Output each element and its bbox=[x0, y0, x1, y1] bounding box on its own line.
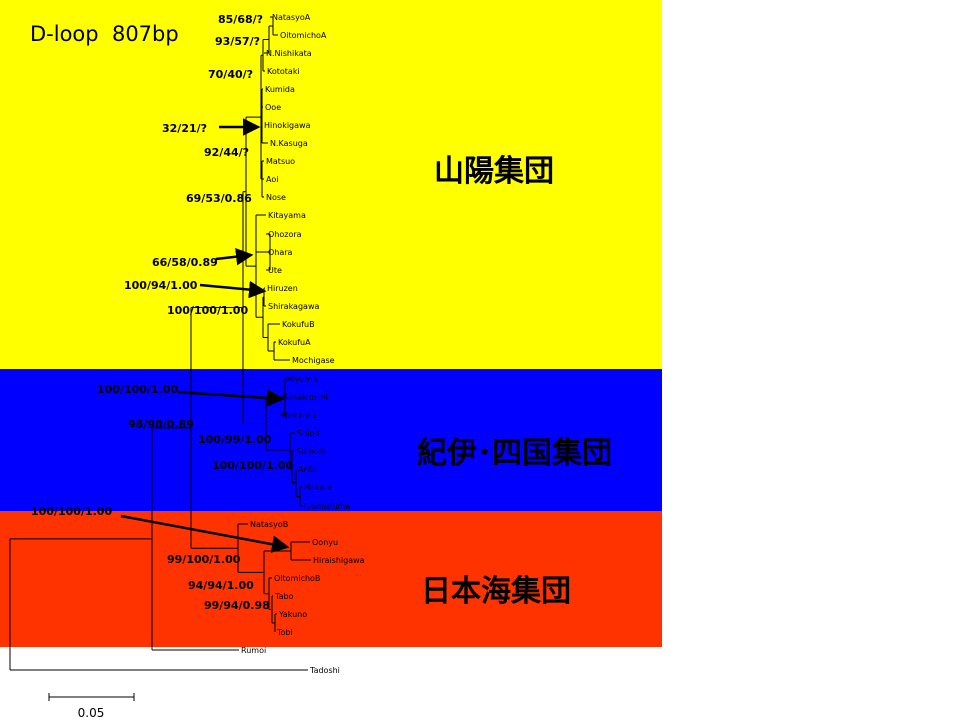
support-value: 100/94/1.00 bbox=[124, 279, 198, 292]
taxon-label-hiruzen: Hiruzen bbox=[267, 284, 298, 293]
group-label-japan-sea: 日本海集団 bbox=[421, 574, 571, 609]
support-value: 98/98/0.89 bbox=[128, 418, 194, 431]
sanyo-group-band bbox=[0, 0, 662, 369]
taxon-label-natasyob: NatasyoB bbox=[250, 520, 288, 529]
arrow-pointer bbox=[120, 514, 290, 553]
taxon-label-n-kasuga: N.Kasuga bbox=[270, 139, 308, 148]
taxon-label-tadoshi: Tadoshi bbox=[309, 666, 340, 675]
support-value: 100/100/1.00 bbox=[212, 459, 293, 472]
taxon-label-oitomichoa: OitomichoA bbox=[280, 31, 327, 40]
taxon-label-aoi: Aoi bbox=[266, 175, 278, 184]
kii-shikoku-group-band bbox=[0, 369, 662, 511]
support-value: 69/53/0.86 bbox=[186, 192, 252, 205]
taxon-label-natasyoa: NatasyoA bbox=[272, 13, 311, 22]
taxon-label-iyomishima: Iyomishima bbox=[304, 502, 350, 511]
taxon-label-miyama: Miyama bbox=[286, 375, 318, 384]
support-value: 66/58/0.89 bbox=[152, 256, 218, 269]
taxon-label-oonyu: Oonyu bbox=[312, 538, 338, 547]
arrow-pointer bbox=[177, 389, 285, 407]
taxon-label-sasakoochi: Sasakoochi bbox=[283, 393, 328, 402]
japan-sea-group-band bbox=[0, 511, 662, 647]
arrow-pointer bbox=[199, 280, 267, 299]
support-value: 92/44/? bbox=[204, 146, 249, 159]
taxon-label-ute: Ute bbox=[268, 266, 282, 275]
taxon-label-sumoto: Sumoto bbox=[296, 447, 327, 456]
taxon-label-yakuno: Yakuno bbox=[278, 610, 307, 619]
support-value: 99/100/1.00 bbox=[167, 553, 241, 566]
taxon-label-shirakagawa: Shirakagawa bbox=[268, 302, 319, 311]
support-value: 93/57/? bbox=[215, 35, 260, 48]
taxon-label-hinokigawa: Hinokigawa bbox=[264, 121, 311, 130]
taxon-label-ohara: Ohara bbox=[268, 248, 293, 257]
taxon-label-kumida: Kumida bbox=[265, 85, 295, 94]
group-label-sanyo: 山陽集団 bbox=[434, 154, 554, 189]
taxon-label-arita: Arita bbox=[298, 465, 317, 474]
taxon-label-hakata: Hakata bbox=[304, 483, 332, 492]
taxon-label-kototaki: Kototaki bbox=[267, 67, 300, 76]
taxon-label-nakarau: Nakarau bbox=[282, 411, 316, 420]
taxon-label-tobi: Tobi bbox=[276, 628, 293, 637]
scale-bar-label: 0.05 bbox=[78, 706, 105, 720]
support-value: 100/100/1.00 bbox=[31, 505, 112, 518]
taxon-label-n-nishikata: N.Nishikata bbox=[266, 49, 312, 58]
arrow-pointer bbox=[215, 248, 254, 266]
support-value: 70/40/? bbox=[208, 68, 253, 81]
taxon-label-nose: Nose bbox=[266, 193, 286, 202]
support-value: 94/94/1.00 bbox=[188, 579, 254, 592]
support-value: 99/94/0.98 bbox=[204, 599, 270, 612]
taxon-label-rumoi: Rumoi bbox=[241, 646, 266, 655]
taxon-label-oitomichob: OitomichoB bbox=[274, 574, 320, 583]
taxon-label-hiraishigawa: Hiraishigawa bbox=[313, 556, 365, 565]
taxon-label-mochigase: Mochigase bbox=[292, 356, 335, 365]
taxon-label-shiod: Shiod bbox=[297, 429, 319, 438]
figure-title: D-loop 807bp bbox=[30, 22, 179, 46]
support-value: 100/100/1.00 bbox=[97, 383, 178, 396]
taxon-label-kokufub: KokufuB bbox=[282, 320, 315, 329]
group-label-kii-shikoku: 紀伊･四国集団 bbox=[417, 436, 612, 471]
taxon-label-kokufua: KokufuA bbox=[278, 338, 311, 347]
taxon-label-ohozora: Ohozora bbox=[268, 230, 302, 239]
taxon-label-matsuo: Matsuo bbox=[266, 157, 295, 166]
support-value: 32/21/? bbox=[162, 122, 207, 135]
support-value: 85/68/? bbox=[218, 13, 263, 26]
support-value: 100/100/1.00 bbox=[167, 304, 248, 317]
support-value: 100/99/1.00 bbox=[198, 433, 272, 446]
taxon-label-ooe: Ooe bbox=[265, 103, 281, 112]
taxon-label-tabo: Tabo bbox=[274, 592, 294, 601]
taxon-label-kitayama: Kitayama bbox=[268, 211, 306, 220]
